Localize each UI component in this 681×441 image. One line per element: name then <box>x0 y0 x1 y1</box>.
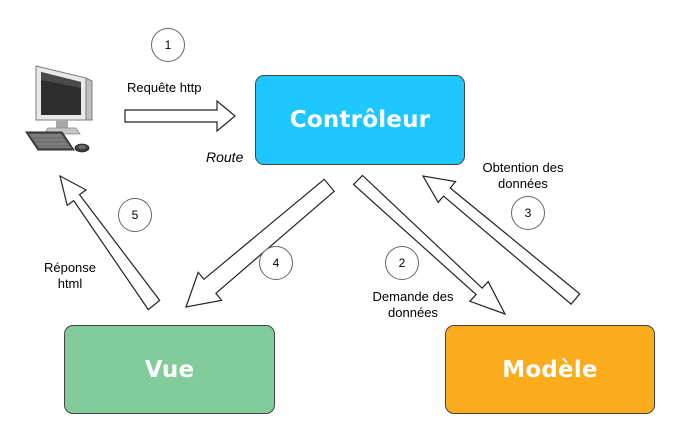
route-label: Route <box>206 149 244 165</box>
step-2-label-line1: Demande des <box>372 289 454 304</box>
step-1-number: 1 <box>164 38 172 52</box>
step-4-badge: 4 <box>259 246 293 280</box>
step-3-label-line1: Obtention des <box>482 160 564 175</box>
model-box: Modèle <box>445 325 655 414</box>
step-5-label: Réponse html <box>35 260 105 292</box>
step-2-number: 2 <box>398 256 406 270</box>
controller-label: Contrôleur <box>289 107 431 133</box>
step-1-label: Requête http <box>127 80 202 95</box>
step-5-label-line2: html <box>57 276 83 291</box>
model-label: Modèle <box>502 356 598 383</box>
view-box: Vue <box>64 325 275 414</box>
view-label: Vue <box>144 356 195 383</box>
arrow-request <box>124 99 236 133</box>
step-3-badge: 3 <box>511 196 545 230</box>
arrow-model-to-controller <box>421 175 581 305</box>
arrow-response <box>59 174 161 311</box>
step-5-number: 5 <box>131 208 139 222</box>
step-3-number: 3 <box>524 206 532 220</box>
arrow-controller-to-model <box>352 174 507 316</box>
step-1-badge: 1 <box>151 28 185 62</box>
step-2-label: Demande des données <box>358 289 468 321</box>
step-2-badge: 2 <box>385 246 419 280</box>
controller-box: Contrôleur <box>255 75 465 165</box>
step-5-label-line1: Réponse <box>43 260 97 275</box>
step-3-label-line2: données <box>498 176 548 191</box>
arrow-controller-to-view <box>185 178 336 308</box>
step-3-label: Obtention des données <box>468 160 578 192</box>
step-4-number: 4 <box>272 256 280 270</box>
desktop-computer-icon <box>25 65 93 153</box>
step-5-badge: 5 <box>118 198 152 232</box>
step-2-label-line2: données <box>388 305 438 320</box>
